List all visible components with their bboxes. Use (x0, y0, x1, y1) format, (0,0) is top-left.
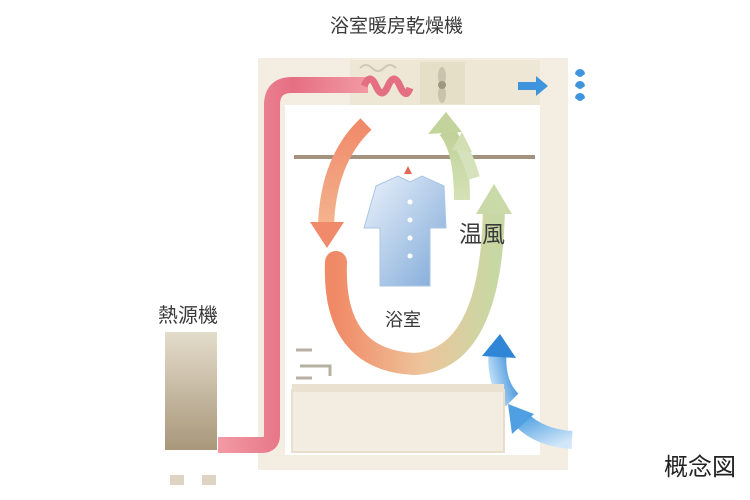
shirt-icon (363, 166, 447, 287)
heat-source-foot-right (202, 475, 216, 485)
diagram-title: 浴室暖房乾燥機 (330, 15, 463, 37)
return-air-arrow (439, 125, 470, 201)
loop-arrow-head-icon (476, 184, 512, 214)
exhaust-arrow-icon (518, 76, 548, 96)
fresh-air-arrow-lower (515, 413, 573, 449)
exhaust-vent-icon (575, 69, 585, 101)
hot-water-pipe (218, 77, 368, 453)
faucet-icon (296, 348, 332, 380)
circulation-loop (324, 195, 505, 376)
pipe-coil (360, 75, 414, 97)
heat-source-foot-left (170, 475, 184, 485)
side-green-arrow-head-icon (452, 132, 472, 152)
fresh-air-arrow-lower-head-icon (508, 404, 534, 434)
return-air-arrow-head-icon (428, 112, 462, 134)
warm-air-label: 温風 (459, 222, 505, 248)
fan-icon (438, 67, 446, 103)
warm-air-arrow-head-icon (310, 222, 344, 248)
fresh-air-arrow-head-icon (482, 334, 516, 358)
caption: 概念図 (664, 453, 736, 481)
coil-icon (359, 64, 397, 72)
bathtub-rim (292, 384, 504, 392)
bathtub (291, 389, 505, 453)
warm-air-arrow (318, 118, 372, 227)
bathroom-label: 浴室 (385, 310, 421, 331)
heat-source-unit (165, 332, 217, 450)
heat-source-label: 熱源機 (158, 303, 218, 327)
